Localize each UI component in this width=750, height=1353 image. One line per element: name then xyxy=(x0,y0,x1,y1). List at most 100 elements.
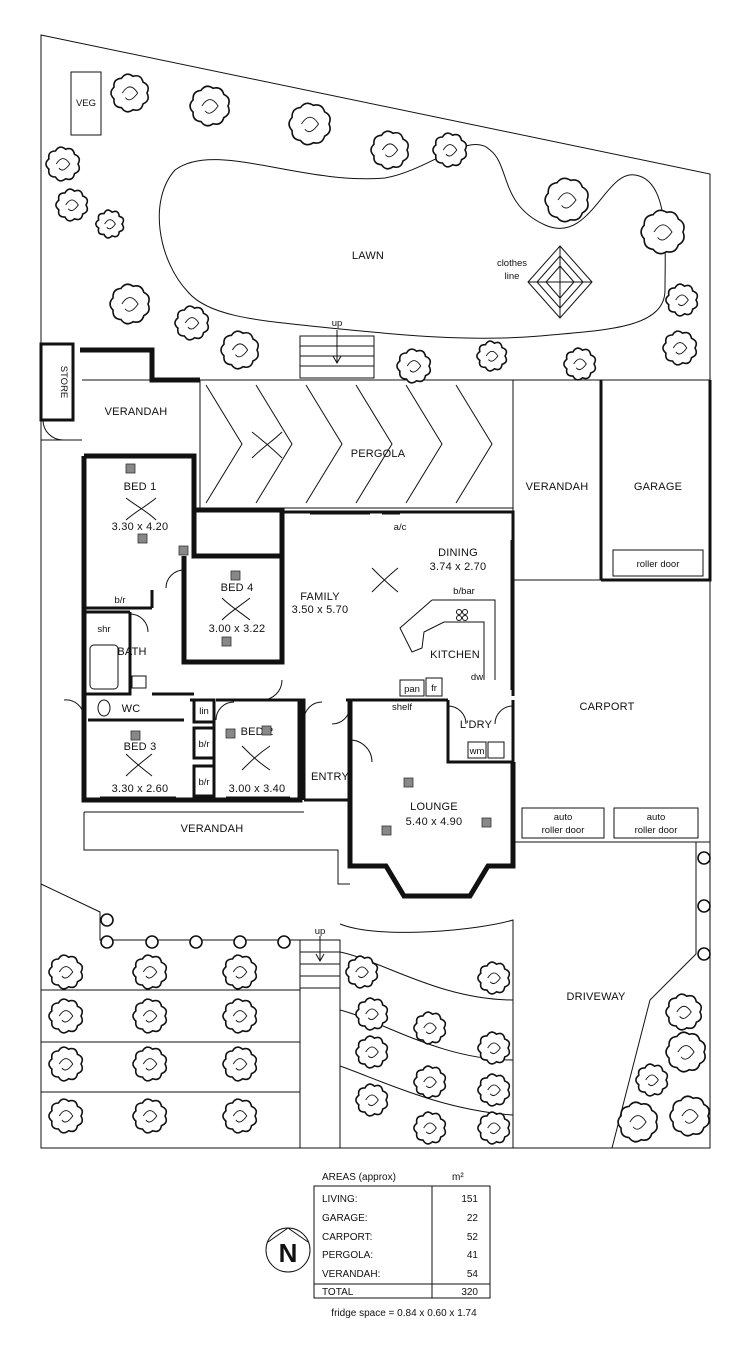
tree-icon xyxy=(662,330,698,366)
tree-icon xyxy=(370,130,409,170)
store-label: STORE xyxy=(58,366,69,399)
tree-icon xyxy=(665,993,703,1031)
veg-label: VEG xyxy=(76,98,96,109)
bed1-dims: 3.30 x 4.20 xyxy=(112,521,169,533)
tree-icon xyxy=(45,146,81,182)
bed2-robe-label: b/r xyxy=(198,739,209,750)
tree-detail xyxy=(201,99,219,114)
tree-detail xyxy=(104,219,116,230)
verandah-front-label: VERANDAH xyxy=(181,823,244,835)
tree-icon xyxy=(132,1046,168,1082)
carport xyxy=(513,579,711,843)
kitchen-counter xyxy=(399,599,496,680)
dining-label: DINING xyxy=(438,547,478,559)
linen-label: lin xyxy=(199,706,209,717)
tree-detail xyxy=(184,317,200,330)
tree-detail xyxy=(58,966,74,979)
bed3-robe-label: b/r xyxy=(198,777,209,788)
tree-icon xyxy=(355,1035,389,1069)
tree-detail xyxy=(121,297,139,312)
tree-icon xyxy=(222,1046,258,1082)
wc-label: WC xyxy=(122,703,141,715)
tree-detail xyxy=(629,1115,647,1130)
tree-detail xyxy=(653,224,673,241)
rear-steps xyxy=(299,330,375,379)
garage-label: GARAGE xyxy=(634,481,682,493)
tree-detail xyxy=(423,1022,437,1035)
auto-roller-door-a-label-2: roller door xyxy=(542,825,585,836)
tree-icon xyxy=(48,1098,84,1134)
verandah-right-label: VERANDAH xyxy=(526,481,589,493)
bed4-fan-icon xyxy=(221,597,251,621)
tree-detail xyxy=(681,1109,699,1124)
area-row-label-0: LIVING: xyxy=(322,1194,358,1205)
tree-detail xyxy=(677,1045,695,1060)
tree-detail xyxy=(355,966,369,979)
tree-detail xyxy=(142,1058,158,1071)
tree-detail xyxy=(58,1058,74,1071)
veg-bed xyxy=(70,71,102,136)
tree-detail xyxy=(232,1010,248,1023)
house-walls xyxy=(81,453,516,899)
areas-table: AREAS (approx) m² LIVING: 151 GARAGE: 22… xyxy=(313,1172,491,1319)
tree-detail xyxy=(232,966,248,979)
breakfast-bar-label: b/bar xyxy=(453,586,475,597)
pergola-chevrons xyxy=(205,384,493,504)
bed1-fan-icon xyxy=(125,497,157,521)
tree-icon xyxy=(477,1031,511,1065)
tree-icon xyxy=(110,73,149,113)
bath-label: BATH xyxy=(117,646,146,658)
tree-icon xyxy=(413,1111,447,1145)
bathtub xyxy=(89,644,119,690)
area-row-label-4: VERANDAH: xyxy=(322,1269,380,1280)
washing-machine xyxy=(467,741,487,759)
steps-up-label-top: up xyxy=(332,318,343,329)
auto-roller-door-b xyxy=(613,807,699,839)
store-room xyxy=(39,342,75,422)
tree-detail xyxy=(231,343,249,358)
tree-detail xyxy=(487,1042,501,1055)
tree-icon xyxy=(174,305,210,341)
tree-detail xyxy=(557,192,577,209)
tree-detail xyxy=(65,199,79,212)
fridge xyxy=(425,677,443,697)
tree-detail xyxy=(381,143,399,158)
tree-detail xyxy=(672,342,688,355)
tree-detail xyxy=(487,1122,501,1135)
tree-icon xyxy=(665,283,699,317)
area-row-value-1: 22 xyxy=(467,1213,479,1224)
lawn-label: LAWN xyxy=(352,250,384,262)
fridge-label: fr xyxy=(431,683,437,694)
tree-detail xyxy=(645,1074,659,1087)
verandah-left-label: VERANDAH xyxy=(105,406,168,418)
tree-detail xyxy=(406,360,422,373)
dishwasher-label: dw xyxy=(471,672,483,683)
family-label: FAMILY xyxy=(300,591,340,603)
family-fan-icon xyxy=(371,567,399,593)
tree-icon xyxy=(355,997,389,1031)
tree-detail xyxy=(58,1010,74,1023)
tree-detail xyxy=(423,1076,437,1089)
ceiling-fan-icon xyxy=(251,431,283,459)
tree-detail xyxy=(121,86,139,101)
bed3-label: BED 3 xyxy=(124,741,157,753)
areas-header-unit: m² xyxy=(452,1172,464,1183)
tree-icon xyxy=(544,177,589,223)
verandah-right xyxy=(512,379,602,581)
bed2-dims: 3.00 x 3.40 xyxy=(229,783,286,795)
tree-detail xyxy=(675,294,689,307)
bed2-fan-icon xyxy=(241,745,271,771)
area-row-value-2: 52 xyxy=(467,1232,479,1243)
tree-icon xyxy=(617,1101,658,1143)
area-total-label: TOTAL xyxy=(322,1287,354,1298)
tree-detail xyxy=(232,1110,248,1123)
tree-icon xyxy=(432,132,468,168)
shower-label: shr xyxy=(97,624,110,635)
tree-icon xyxy=(669,1095,710,1137)
bed3-dims: 3.30 x 2.60 xyxy=(112,783,169,795)
fridge-space-note: fridge space = 0.84 x 0.60 x 1.74 xyxy=(331,1308,477,1319)
tree-icon xyxy=(345,955,379,989)
bed4-label: BED 4 xyxy=(221,582,254,594)
tree-detail xyxy=(487,972,501,985)
